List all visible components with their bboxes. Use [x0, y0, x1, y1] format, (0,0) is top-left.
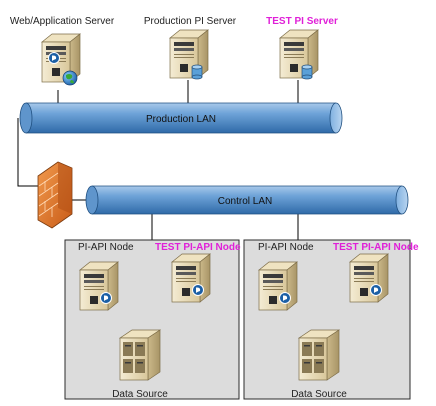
globe-icon	[62, 70, 78, 86]
test-pi-api-node-label-left: TEST PI-API Node	[155, 242, 241, 253]
test-pi-server-label: TEST PI Server	[266, 16, 338, 27]
production-lan-label: Production LAN	[146, 114, 216, 125]
production-pi-server-label: Production PI Server	[144, 16, 237, 27]
pi-api-node-server-left	[79, 261, 119, 311]
pi-api-node-server-right	[258, 261, 298, 311]
data-source-left	[119, 329, 161, 381]
database-icon	[301, 64, 313, 80]
production-lan-pipe: Production LAN	[19, 102, 343, 134]
pi-api-node-label-right: PI-API Node	[258, 242, 314, 253]
data-source-label-left: Data Source	[112, 389, 168, 400]
control-lan-label: Control LAN	[218, 196, 272, 207]
database-icon	[191, 64, 203, 80]
test-pi-api-node-label-right: TEST PI-API Node	[333, 242, 419, 253]
data-source-label-right: Data Source	[291, 389, 347, 400]
web-server-label: Web/Application Server	[10, 16, 115, 27]
data-source-right	[298, 329, 340, 381]
pi-api-node-label-left: PI-API Node	[78, 242, 134, 253]
control-lan-pipe: Control LAN	[85, 185, 409, 215]
test-pi-api-node-server-right	[349, 253, 389, 303]
test-pi-api-node-server-left	[171, 253, 211, 303]
firewall-icon	[37, 161, 73, 229]
